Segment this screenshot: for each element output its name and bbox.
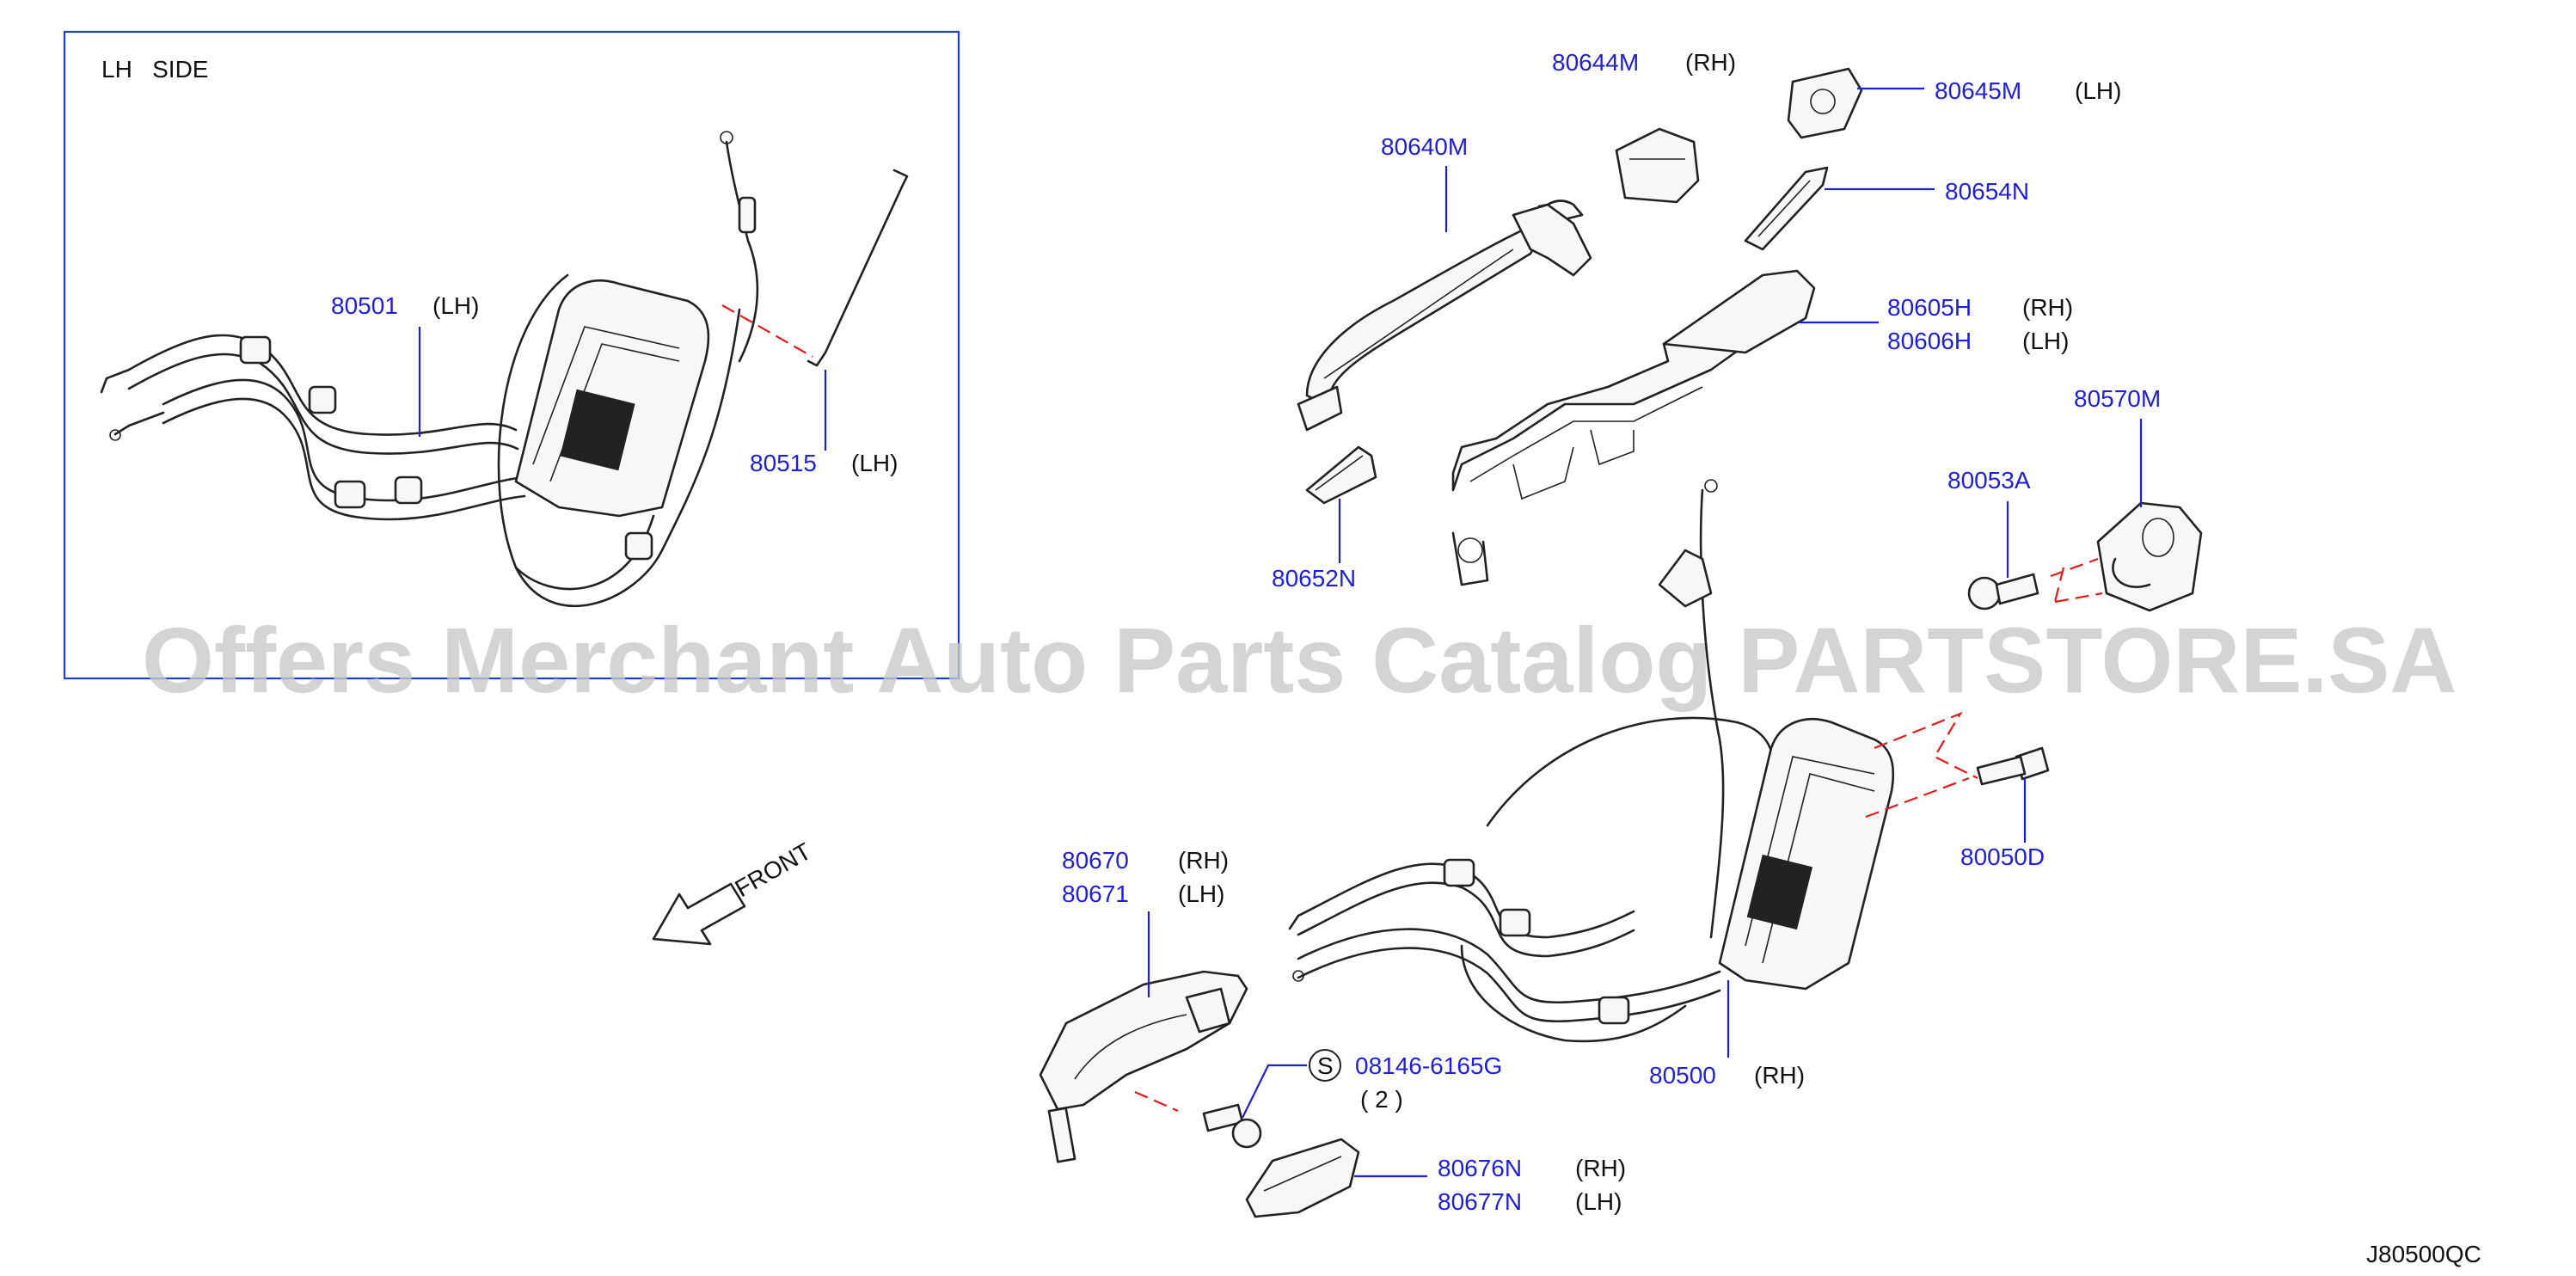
quantity-08146: ( 2 )	[1360, 1086, 1403, 1113]
part-number-80605H[interactable]: 80605H	[1887, 294, 1972, 321]
escutcheon-80676N-drawing	[1245, 1138, 1360, 1218]
front-arrow-icon	[652, 882, 746, 946]
part-number-80671[interactable]: 80671	[1062, 880, 1129, 907]
part-number-80606H[interactable]: 80606H	[1887, 328, 1972, 354]
callout-80570M[interactable]: 80570M	[2074, 385, 2161, 507]
part-number-80050D[interactable]: 80050D	[1960, 844, 2045, 870]
cap-80645M-drawing	[1787, 67, 1863, 139]
inset-title: LH SIDE	[101, 56, 208, 83]
watermark-text: Offers Merchant Auto Parts Catalog PARTS…	[142, 608, 2456, 712]
callout-80050D[interactable]: 80050D	[1960, 778, 2045, 870]
callout-80654N[interactable]: 80654N	[1825, 178, 2029, 205]
part-number-80676N[interactable]: 80676N	[1438, 1155, 1522, 1181]
diagram-id: J80500QC	[2366, 1241, 2481, 1267]
side-80605H: (RH)	[2022, 294, 2073, 321]
inside-handle-drawing	[1039, 970, 1248, 1163]
screw-08146-drawing	[1202, 1103, 1262, 1149]
side-80676N: (RH)	[1575, 1155, 1626, 1181]
part-number-80501[interactable]: 80501	[331, 292, 398, 319]
callout-80515[interactable]: 80515 (LH)	[750, 370, 898, 476]
part-number-80640M[interactable]: 80640M	[1381, 133, 1468, 160]
outside-handle-drawing	[1297, 199, 1592, 432]
callout-08146-6165G[interactable]: S 08146-6165G ( 2 )	[1242, 1049, 1502, 1119]
part-number-80515[interactable]: 80515	[750, 450, 817, 476]
part-number-80053A[interactable]: 80053A	[1947, 467, 2031, 494]
side-80501: (LH)	[432, 292, 479, 319]
screw-80053A-drawing	[1967, 557, 2103, 610]
part-number-80677N[interactable]: 80677N	[1438, 1188, 1522, 1215]
front-direction-indicator: FRONT	[652, 837, 816, 946]
part-number-80670[interactable]: 80670	[1062, 847, 1129, 874]
side-80671: (LH)	[1178, 880, 1224, 907]
callout-80501[interactable]: 80501 (LH)	[331, 292, 479, 437]
lh-door-lock-assembly-drawing	[100, 131, 909, 608]
cap-80644M-drawing	[1615, 127, 1700, 204]
part-number-80654N[interactable]: 80654N	[1945, 178, 2029, 205]
part-number-80644M[interactable]: 80644M	[1552, 49, 1639, 76]
gasket-80654N-drawing	[1744, 166, 1829, 251]
callout-80652N[interactable]: 80652N	[1272, 499, 1356, 592]
leader-08146	[1242, 1064, 1307, 1119]
standard-part-letter: S	[1317, 1052, 1334, 1079]
part-number-08146-6165G[interactable]: 08146-6165G	[1355, 1052, 1502, 1079]
side-80644M: (RH)	[1685, 49, 1736, 76]
side-80515: (LH)	[851, 450, 898, 476]
callout-80644M[interactable]: 80644M (RH)	[1552, 49, 1736, 76]
side-80606H: (LH)	[2022, 328, 2069, 354]
part-number-80570M[interactable]: 80570M	[2074, 385, 2161, 412]
part-number-80500[interactable]: 80500	[1649, 1062, 1716, 1089]
side-80677N: (LH)	[1575, 1188, 1622, 1215]
standard-part-symbol	[1309, 1049, 1341, 1082]
callout-80670-80671[interactable]: 80670 (RH) 80671 (LH)	[1062, 847, 1229, 997]
callout-80645M[interactable]: 80645M (LH)	[1857, 77, 2121, 104]
part-number-80645M[interactable]: 80645M	[1935, 77, 2021, 104]
handle-bracket-drawing	[1451, 269, 1816, 586]
part-number-80652N[interactable]: 80652N	[1272, 565, 1356, 592]
side-80500: (RH)	[1754, 1062, 1805, 1089]
callout-80640M[interactable]: 80640M	[1381, 133, 1468, 232]
callout-80500[interactable]: 80500 (RH)	[1649, 980, 1805, 1089]
callout-80676N-80677N[interactable]: 80676N (RH) 80677N (LH)	[1354, 1155, 1626, 1215]
callout-80053A[interactable]: 80053A	[1947, 467, 2031, 578]
front-label: FRONT	[731, 837, 816, 902]
side-80670: (RH)	[1178, 847, 1229, 874]
side-80645M: (LH)	[2075, 77, 2121, 104]
rh-door-lock-assembly-drawing	[1288, 479, 2050, 1043]
striker-80570M-drawing	[2096, 501, 2203, 612]
callout-80605H-80606H[interactable]: 80605H (RH) 80606H (LH)	[1799, 294, 2073, 354]
inset-frame	[63, 30, 960, 680]
escutcheon-80652N-drawing	[1305, 445, 1377, 505]
